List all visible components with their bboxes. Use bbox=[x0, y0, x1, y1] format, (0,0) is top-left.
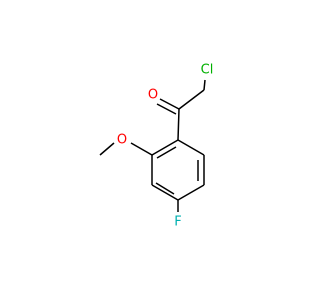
ring-bond-6 bbox=[151, 139, 179, 156]
atom-label-oxygen-carbonyl: O bbox=[148, 88, 158, 103]
molecule-structure: Cl O O F bbox=[99, 63, 214, 230]
ring-inner-2 bbox=[155, 182, 175, 195]
bond-o-ch3 bbox=[99, 142, 115, 156]
bond-ring-o-methoxy bbox=[130, 142, 153, 156]
bond-c-cl bbox=[203, 79, 206, 91]
ring-bond-3 bbox=[177, 184, 205, 201]
ring-bond-4 bbox=[151, 184, 179, 201]
ring-inner-3 bbox=[156, 146, 177, 159]
ring-bond-1 bbox=[177, 139, 205, 156]
atom-label-chlorine: Cl bbox=[201, 63, 214, 78]
bond-c-ring bbox=[177, 108, 180, 141]
bond-c-ch2 bbox=[178, 89, 205, 110]
bond-c-o-double-1 bbox=[159, 98, 180, 110]
bond-c-o-double-2 bbox=[156, 103, 177, 115]
atom-label-oxygen-methoxy: O bbox=[117, 133, 127, 148]
atom-label-fluorine: F bbox=[174, 215, 181, 230]
